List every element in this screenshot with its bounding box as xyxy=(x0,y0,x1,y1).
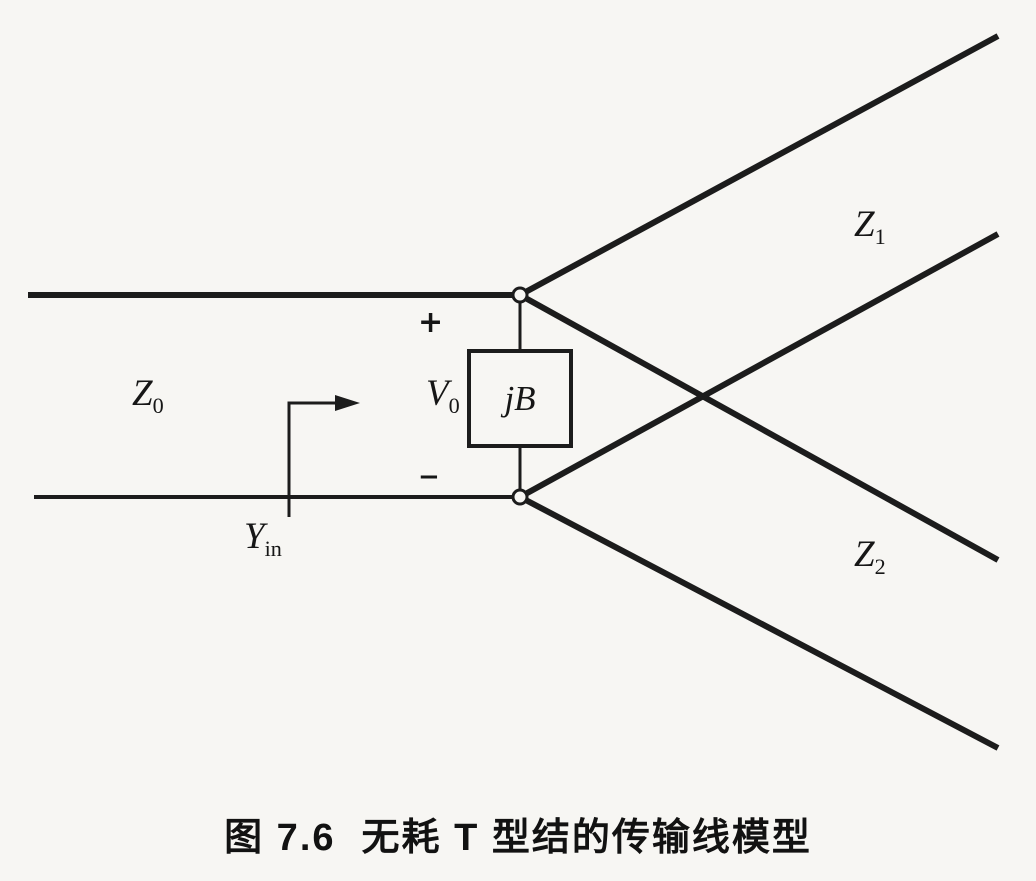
plus-sign: + xyxy=(418,305,444,340)
z1-line-top xyxy=(518,33,1000,298)
label-yin: Yin xyxy=(244,518,282,560)
label-v0: V0 xyxy=(426,375,460,417)
label-z0: Z0 xyxy=(132,375,164,417)
figure-number: 图 7.6 xyxy=(224,817,336,859)
label-yin-sub: in xyxy=(264,535,282,561)
z2-line-top xyxy=(518,292,1000,563)
figure-title: 无耗 T 型结的传输线模型 xyxy=(361,817,812,859)
label-z1: Z1 xyxy=(854,206,886,248)
label-z0-base: Z xyxy=(132,373,153,414)
label-v0-base: V xyxy=(426,373,449,414)
label-z2-base: Z xyxy=(854,534,875,575)
junction-node-top xyxy=(511,286,529,304)
figure-caption: 图 7.6 无耗 T 型结的传输线模型 xyxy=(0,806,1036,861)
yin-arrow-head xyxy=(335,395,360,411)
label-z2-sub: 2 xyxy=(874,553,886,579)
junction-node-bottom xyxy=(511,488,529,506)
label-v0-sub: 0 xyxy=(448,392,460,418)
susceptance-label: jB xyxy=(504,378,536,418)
susceptance-box xyxy=(467,349,573,448)
minus-sign: − xyxy=(418,462,440,492)
label-z1-sub: 1 xyxy=(874,223,886,249)
label-z1-base: Z xyxy=(854,204,875,245)
label-z0-sub: 0 xyxy=(152,392,164,418)
label-yin-base: Y xyxy=(244,516,265,557)
label-z2: Z2 xyxy=(854,536,886,578)
z1-line-bottom xyxy=(518,231,1000,500)
yin-arrow-stem xyxy=(287,401,340,517)
z2-line-bottom xyxy=(518,494,1000,751)
